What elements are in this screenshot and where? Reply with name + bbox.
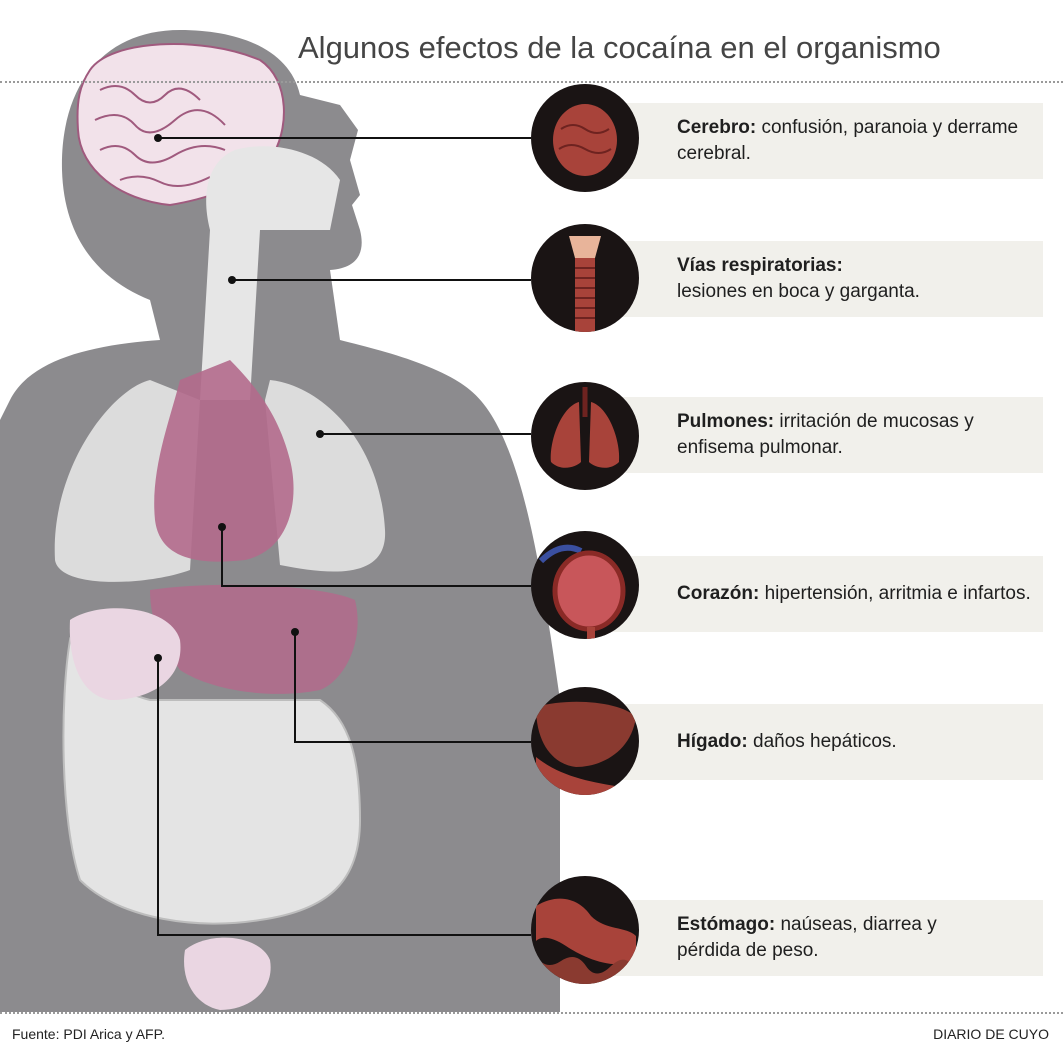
heart-shape — [154, 360, 294, 562]
stomach-shape — [69, 608, 181, 700]
publisher-credit: DIARIO DE CUYO — [933, 1026, 1049, 1042]
intestines-shape — [62, 636, 362, 925]
effect-lungs: Pulmones: irritación de mucosas y enfise… — [585, 397, 1043, 473]
organ-name: Pulmones: — [677, 411, 775, 432]
organ-name: Estómago: — [677, 914, 776, 935]
organ-name: Cerebro: — [677, 117, 757, 138]
effect-liver: Hígado: daños hepáticos. — [585, 704, 1043, 780]
effect-text: daños hepáticos. — [753, 731, 897, 752]
bladder-shape — [184, 937, 271, 1010]
liver-icon — [531, 687, 639, 795]
source-note: Fuente: PDI Arica y AFP. — [12, 1026, 166, 1042]
organ-name: Vías respiratorias: — [677, 255, 843, 276]
organ-name: Hígado: — [677, 731, 748, 752]
brain-folds — [94, 85, 226, 187]
liver-shape — [150, 584, 358, 694]
effect-stomach: Estómago: naúseas, diarrea y pérdida de … — [585, 900, 1043, 976]
effect-brain: Cerebro: confusión, paranoia y derrame c… — [585, 103, 1043, 179]
organ-name: Corazón: — [677, 583, 760, 604]
effect-text: lesiones en boca y garganta. — [677, 281, 920, 302]
infographic-title: Algunos efectos de la cocaína en el orga… — [298, 30, 941, 65]
effect-text: irritación de mucosas y enfisema pulmona… — [677, 411, 974, 458]
effect-text: naúseas, diarrea y pérdida de peso. — [677, 914, 937, 961]
top-divider — [0, 81, 1063, 83]
leader-lines — [157, 137, 531, 936]
effect-airways: Vías respiratorias: lesiones en boca y ga… — [585, 241, 1043, 317]
airway-shape — [200, 146, 340, 400]
airway-icon — [531, 224, 639, 332]
stomach-icon — [531, 876, 639, 984]
effect-heart: Corazón: hipertensión, arritmia e infart… — [585, 556, 1043, 632]
leader-dots — [154, 134, 324, 662]
brain-icon — [531, 84, 639, 192]
bottom-divider — [0, 1012, 1063, 1014]
heart-icon — [531, 531, 639, 639]
lungs-icon — [531, 382, 639, 490]
effect-text: confusión, paranoia y derrame cerebral. — [677, 117, 1019, 164]
effect-text: hipertensión, arritmia e infartos. — [764, 583, 1031, 604]
lungs-shape — [54, 380, 386, 582]
